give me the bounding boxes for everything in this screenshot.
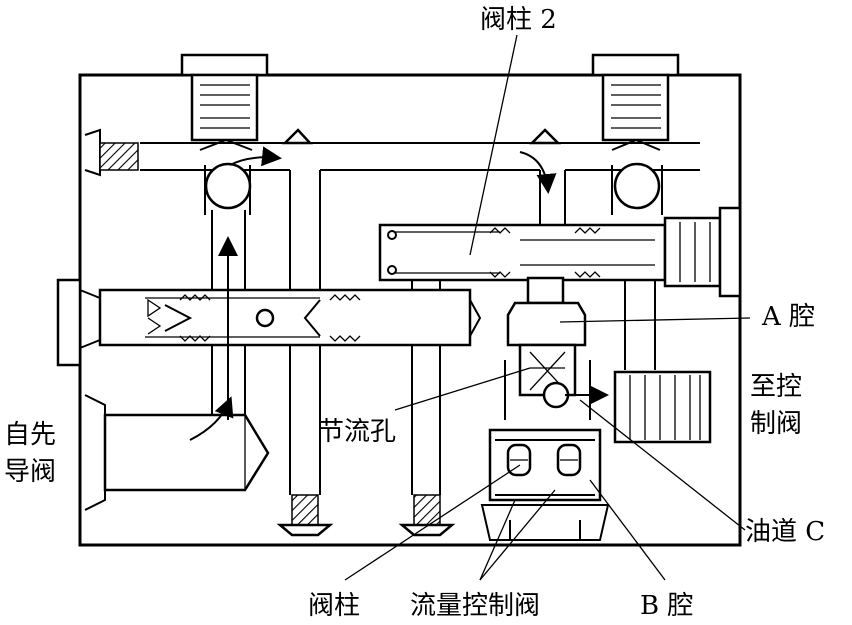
- right-lower-port: [613, 370, 712, 444]
- label-chamber-a: A 腔: [761, 302, 815, 332]
- label-from-pilot-line2: 导阀: [4, 457, 56, 487]
- left-check-valve: [180, 53, 269, 215]
- flow-arrows: [189, 146, 609, 441]
- leader-lines: [344, 34, 751, 581]
- vertical-passages: [211, 170, 656, 537]
- spool2-bore: [378, 206, 742, 298]
- label-to-control-line2: 制阀: [750, 409, 802, 439]
- flow-control-valve-assembly: [480, 276, 610, 541]
- label-throttle-hole: 节流孔: [318, 417, 396, 447]
- label-spool: 阀柱: [308, 591, 360, 621]
- label-from-pilot-line1: 自先: [4, 420, 56, 450]
- right-check-valve: [591, 53, 680, 215]
- label-to-control-line1: 至控: [750, 372, 802, 402]
- label-flow-control-valve: 流量控制阀: [410, 591, 540, 621]
- label-chamber-b: B 腔: [640, 591, 693, 621]
- diagram-labels: 阀柱 2 A 腔 至控 制阀 节流孔 自先 导阀 油道 C 阀柱 流量控制阀 B…: [4, 5, 825, 621]
- pilot-inlet-port: [84, 394, 270, 511]
- left-end-plug: [56, 278, 101, 367]
- label-oil-passage-c: 油道 C: [745, 517, 825, 547]
- middle-spool-bore: [98, 288, 482, 347]
- label-spool2: 阀柱 2: [480, 5, 557, 35]
